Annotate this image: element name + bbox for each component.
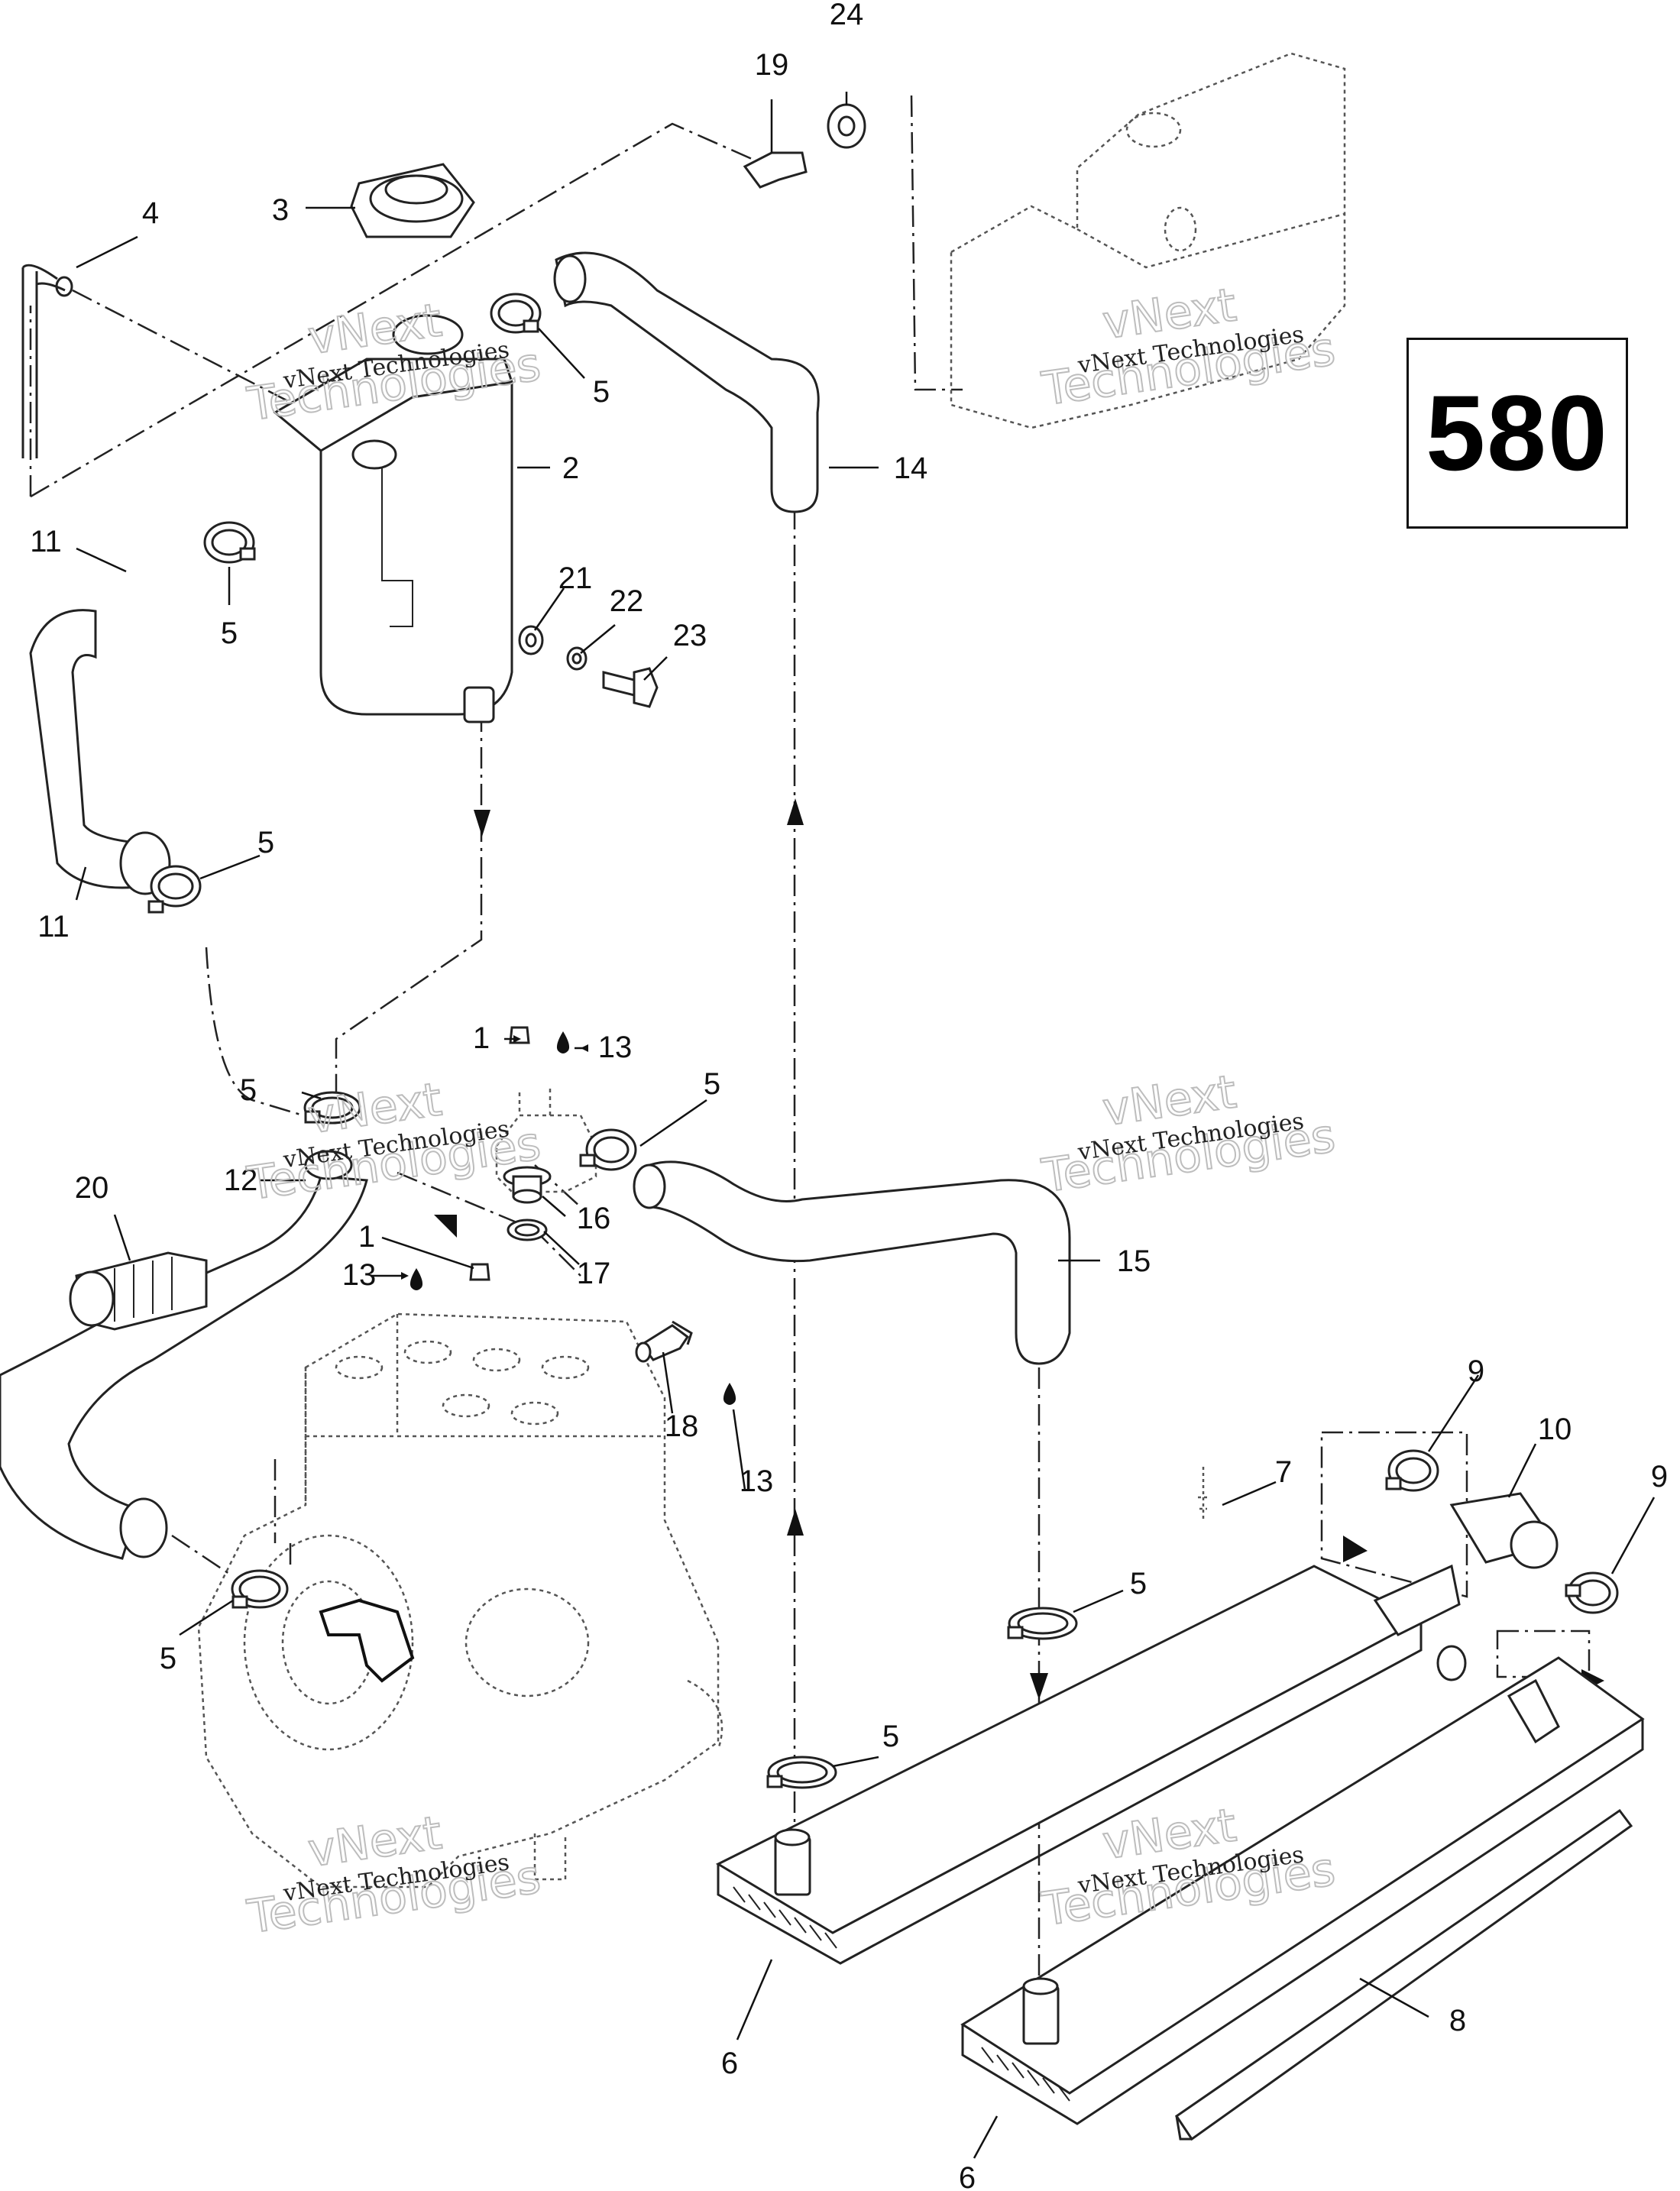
callout-14: 14: [894, 451, 928, 485]
watermark-upper-right: vNext Technologies vNext Technologies: [1037, 277, 1338, 417]
callout-24: 24: [830, 0, 864, 31]
watermark-middle-right: vNext Technologies vNext Technologies: [1037, 1064, 1338, 1204]
model-number-box: 580: [1406, 338, 1628, 529]
clamp: [231, 1569, 289, 1609]
callout-17: 17: [577, 1257, 611, 1290]
callout-6-left: 6: [721, 2047, 738, 2080]
callout-8: 8: [1449, 2004, 1466, 2037]
callout-1-upper: 1: [473, 1021, 490, 1055]
callout-11-lower: 11: [37, 910, 70, 943]
callout-13-lower: 13: [740, 1464, 774, 1498]
arrow-up-icon: [787, 1509, 804, 1536]
thermostat-housing: [495, 1089, 597, 1193]
callout-10: 10: [1538, 1413, 1572, 1446]
clamp: [1385, 1449, 1439, 1492]
clamp: [1565, 1571, 1619, 1614]
callout-15: 15: [1117, 1244, 1151, 1278]
callout-9-right: 9: [1651, 1460, 1668, 1494]
strip-8: [1174, 1808, 1633, 2141]
hose-11: [29, 609, 171, 895]
callout-pointers: [401, 1035, 588, 1280]
fittings: [743, 103, 866, 189]
callout-6-right: 6: [959, 2161, 976, 2191]
callout-16: 16: [577, 1202, 611, 1235]
fasteners: [518, 625, 659, 708]
clamp: [490, 293, 542, 334]
vent-tube: [21, 264, 73, 458]
watermark-lower-right: vNext Technologies vNext Technologies: [1037, 1798, 1338, 1937]
arrow-up-icon: [787, 798, 804, 825]
sealant-drop-icons: [409, 1031, 736, 1405]
callout-23: 23: [673, 619, 707, 652]
callout-21: 21: [558, 562, 593, 595]
arrow-down-icon: [474, 810, 490, 837]
heat-exchangers: [715, 1564, 1645, 2125]
coolant-reservoir: [273, 314, 513, 723]
watermark-lower-left: vNext Technologies vNext Technologies: [243, 1805, 544, 1945]
water-outlet: [319, 1598, 415, 1683]
hose-12: [0, 1150, 368, 1560]
clamp: [203, 521, 256, 564]
drop-icon: [556, 1031, 570, 1053]
callout-13-upper: 13: [598, 1031, 633, 1064]
oil-tank: [950, 52, 1346, 429]
engine-outline: [197, 1312, 723, 1888]
hose-clamps: [147, 293, 1619, 1789]
callout-7: 7: [1275, 1455, 1292, 1489]
callout-labels: 24 19 4 3 5 2 14 11 5 21 22 23 5 11 1 13…: [30, 0, 1668, 2191]
callout-9-left: 9: [1468, 1354, 1484, 1388]
callout-3: 3: [272, 193, 289, 227]
reservoir-cap: [350, 163, 475, 238]
clamp: [147, 865, 202, 914]
callout-11-upper: 11: [30, 525, 62, 558]
callout-5-cap: 5: [593, 375, 610, 409]
clamp: [303, 1091, 361, 1125]
temperature-sensor: [635, 1320, 693, 1363]
flow-arrows: [434, 798, 1604, 1700]
watermark-middle-left: vNext Technologies vNext Technologies: [243, 1072, 544, 1212]
model-number: 580: [1426, 373, 1609, 493]
sleeve-20: [69, 1251, 208, 1331]
thermostat: [503, 1166, 552, 1241]
callout-12: 12: [224, 1163, 258, 1197]
drop-icon: [723, 1383, 736, 1405]
coupler-10: [1449, 1492, 1559, 1569]
callout-5-exchanger-left: 5: [882, 1720, 899, 1753]
clamp: [579, 1128, 637, 1171]
callout-22: 22: [610, 584, 644, 618]
clamp: [1007, 1607, 1078, 1640]
arrow-right-icon: [434, 1215, 457, 1238]
callout-13-middle: 13: [342, 1258, 377, 1292]
fitting-7: [1198, 1467, 1209, 1520]
hose-15: [633, 1160, 1071, 1365]
callout-5-thermostat-left: 5: [240, 1073, 257, 1107]
callout-1-lower: 1: [358, 1220, 375, 1254]
callout-5-hose11: 5: [257, 826, 274, 859]
drop-icon: [409, 1268, 423, 1290]
hose-14: [553, 251, 820, 513]
leader-lines: [75, 92, 1656, 2159]
callout-5-upper-left: 5: [221, 617, 238, 650]
callout-5-exchanger-right: 5: [1130, 1567, 1147, 1600]
clamp: [766, 1756, 837, 1789]
callout-5-thermostat-right: 5: [704, 1067, 720, 1101]
arrow-right-icon: [1343, 1536, 1368, 1562]
callout-19: 19: [755, 48, 789, 82]
arrow-down-icon: [1030, 1673, 1048, 1700]
callout-18: 18: [665, 1409, 699, 1443]
callout-4: 4: [142, 196, 159, 230]
callout-2: 2: [562, 451, 579, 485]
callout-20: 20: [75, 1171, 109, 1205]
callout-5-engine: 5: [160, 1642, 176, 1675]
